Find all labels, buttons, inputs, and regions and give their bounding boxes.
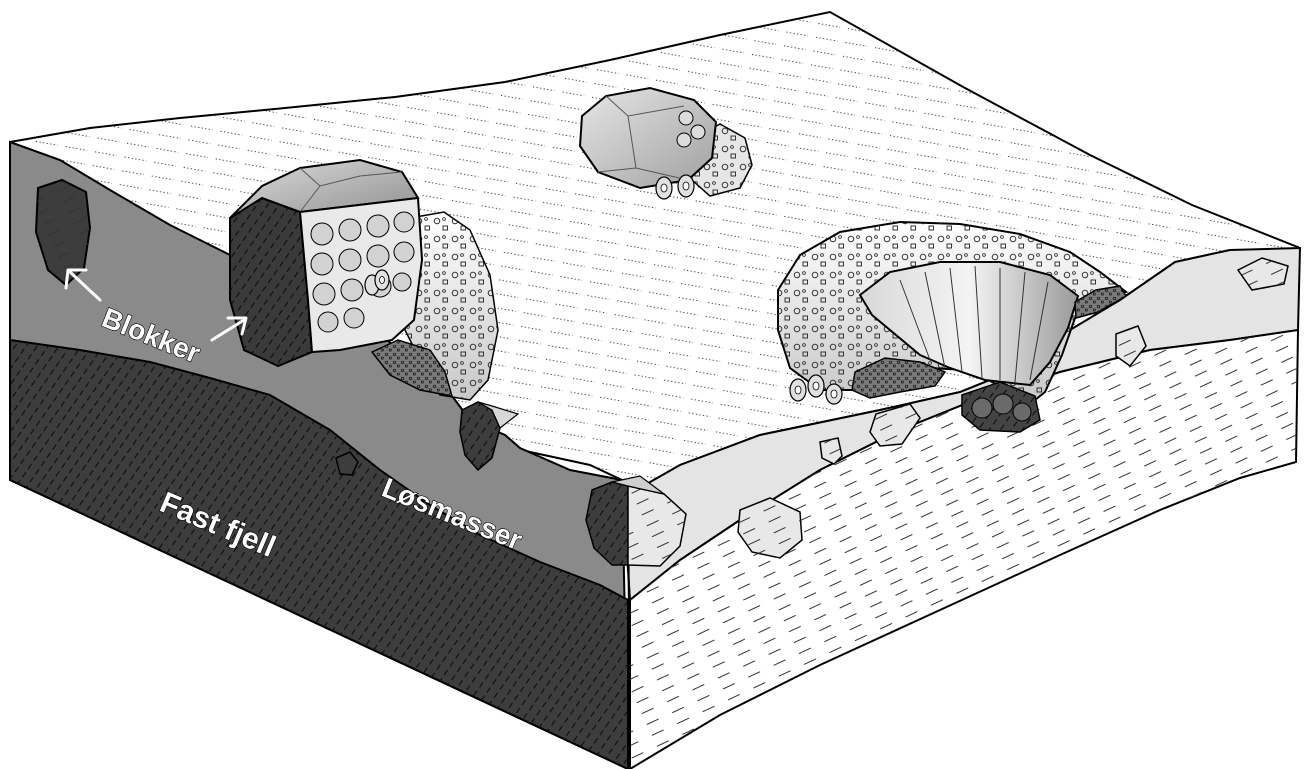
block-diagram: Blokker Fast fjell Løsmasser — [0, 0, 1308, 769]
